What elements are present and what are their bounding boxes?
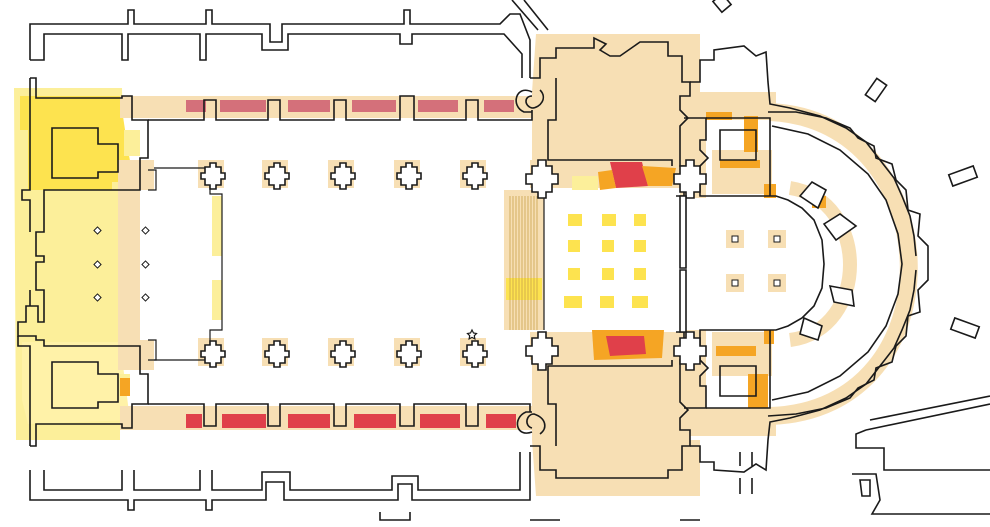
north-cloister-inner — [30, 33, 523, 78]
north-transept-inner — [547, 78, 673, 166]
pillar — [264, 162, 290, 190]
apse-inner — [716, 195, 825, 331]
column — [141, 293, 150, 302]
zone-pillar-pads — [198, 160, 486, 366]
pillar — [462, 162, 488, 190]
east-dashes — [739, 452, 753, 494]
zone-south-tower — [22, 342, 130, 424]
south-transept-inner — [547, 360, 673, 446]
choir-north-chapel — [706, 117, 771, 196]
crossing-piers-large — [525, 159, 707, 371]
north-cloister-wall — [29, 9, 531, 78]
zone-west-inner — [118, 190, 140, 340]
pier — [673, 331, 707, 371]
zone-apse-inner — [788, 181, 857, 347]
zone-narthex-strip — [212, 196, 222, 256]
nave-pillars-north — [200, 162, 488, 190]
choir-south-chapel — [706, 330, 771, 409]
zone-north-tower — [20, 96, 134, 190]
north-corner-diagonal — [511, 0, 549, 31]
zone-west-pillar-pale-2 — [124, 130, 140, 156]
zone-west-pillar-orange — [120, 378, 130, 396]
outbuilding-north-1 — [711, 0, 733, 14]
outbuilding-east-1 — [947, 164, 979, 188]
narthex-south-pier — [148, 339, 157, 361]
narthex-columns — [93, 226, 150, 302]
column — [93, 260, 102, 269]
outbuilding-east-2 — [949, 316, 981, 340]
zone-crossing-pale — [572, 176, 598, 190]
pier — [525, 159, 559, 199]
east-courtyard — [852, 473, 990, 515]
zone-transept-south — [532, 336, 700, 496]
column — [731, 235, 739, 243]
choir-north-wall — [690, 45, 917, 257]
south-cloister-inner — [43, 452, 521, 491]
apse-columns — [731, 235, 781, 287]
north-tower-room — [51, 127, 119, 179]
north-transept-stair — [515, 89, 545, 113]
pillar — [396, 162, 422, 190]
pillar — [330, 162, 356, 190]
south-cloister-wall — [29, 452, 531, 511]
zone-crossing-pier-pads — [564, 214, 648, 308]
outbuilding-north-2 — [864, 77, 888, 103]
column — [773, 279, 781, 287]
zone-north-crossing-red — [610, 162, 648, 188]
pillar — [264, 340, 290, 368]
pillar — [396, 340, 422, 368]
pillar — [200, 340, 226, 368]
apse-radiating-piers — [798, 180, 858, 342]
ambulatory-inner — [771, 125, 903, 401]
walls — [17, 0, 929, 521]
south-cloister-bottom — [379, 512, 700, 521]
zone-narthex-strip-2 — [212, 280, 222, 320]
zone-narthex-south — [118, 340, 154, 370]
zone-transept — [532, 34, 700, 190]
south-tower-room — [51, 361, 119, 409]
north-transept — [530, 36, 691, 197]
nave-pillars-south — [200, 340, 488, 368]
pier — [525, 331, 559, 371]
column — [773, 235, 781, 243]
zone-north-aisle-rose — [186, 100, 514, 112]
pillar — [200, 162, 226, 190]
zone-north-crossing-orange — [598, 166, 676, 190]
zone-narthex-north — [118, 160, 154, 190]
zone-crossing-yellow — [506, 278, 542, 300]
nave-south-wall — [148, 403, 531, 427]
column — [141, 226, 150, 235]
column — [141, 260, 150, 269]
pillar — [330, 340, 356, 368]
narthex-inner — [154, 167, 223, 361]
zone-south-crossing-red — [606, 336, 646, 356]
narthex-north-pier — [148, 169, 157, 191]
crossing-column-n — [679, 195, 687, 269]
zone-south-aisle-red — [186, 414, 516, 428]
crossing-hatching — [509, 196, 538, 330]
zone-choir-inner-n — [712, 150, 772, 194]
choir-south-wall — [690, 269, 917, 473]
outbuildings — [711, 0, 990, 515]
column — [731, 279, 739, 287]
star-marker — [466, 328, 478, 340]
ambulatory-outer — [767, 111, 929, 417]
west-facade-outer — [17, 78, 31, 446]
nave-north-wall — [148, 95, 533, 121]
column — [93, 293, 102, 302]
pillar — [462, 340, 488, 368]
column — [93, 226, 102, 235]
south-transept-stair — [516, 411, 546, 435]
zone-choir-south — [680, 408, 776, 436]
crossing-column-s — [679, 269, 687, 333]
pier — [673, 159, 707, 199]
zone-ambulatory — [769, 103, 918, 425]
west-facade — [17, 77, 149, 447]
east-street-building — [855, 395, 990, 471]
